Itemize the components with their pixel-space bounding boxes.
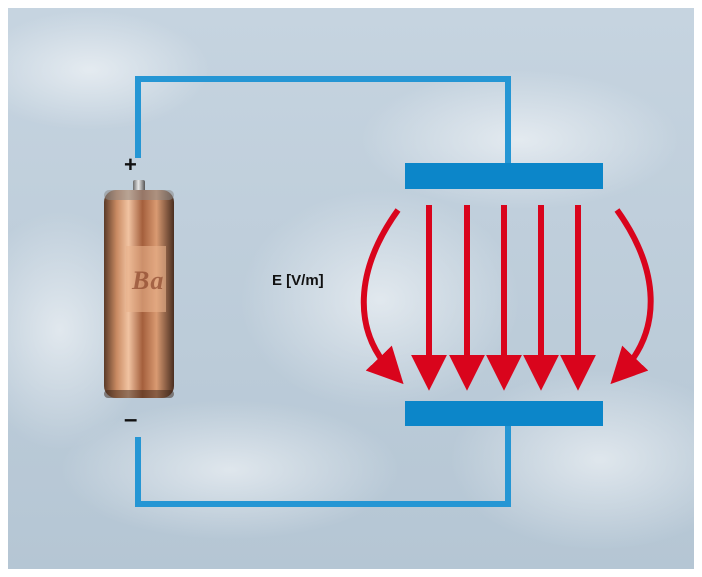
bottom-wire [135,426,511,507]
negative-terminal-label: – [124,406,138,433]
field-line-curved-left [360,208,404,385]
top-wire [135,76,511,163]
battery-brand-text: Ba [132,266,165,295]
positive-terminal-label: + [124,152,137,177]
battery [104,180,174,398]
electric-field-label: E [V/m] [272,272,324,289]
top-plate [405,163,603,189]
bottom-plate [405,401,603,426]
field-lines [360,205,654,391]
field-line-curved-right [610,208,654,385]
